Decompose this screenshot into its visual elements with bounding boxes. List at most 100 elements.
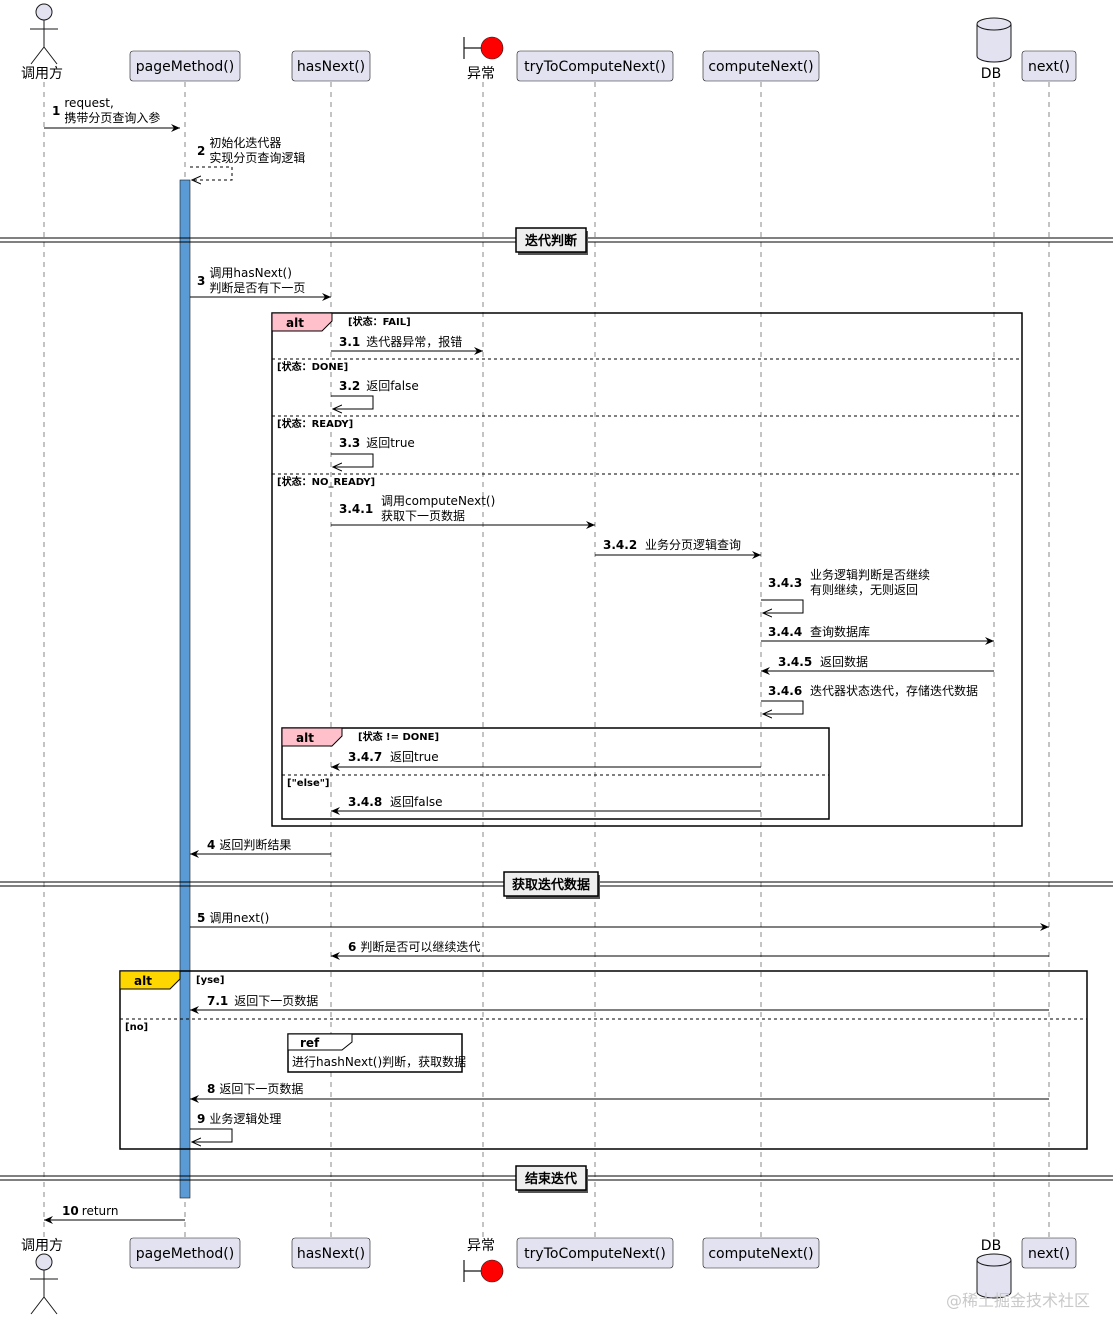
- actor-label: 调用方: [21, 66, 63, 82]
- message-label: 迭代器状态迭代，存储迭代数据: [810, 683, 978, 698]
- participant-hasnext-bottom: hasNext(): [291, 1237, 371, 1269]
- fragment-alt-not-done-box: [281, 727, 830, 820]
- message-number: 4: [207, 838, 215, 852]
- message-label: 业务分页逻辑查询: [645, 537, 741, 552]
- message-self-arrow: [761, 700, 804, 714]
- fragment-ref-tab: [287, 1033, 353, 1051]
- message-label: 携带分页查询入参: [64, 110, 160, 125]
- message-label: 初始化迭代器: [209, 136, 281, 150]
- boundary-circle-icon: [480, 36, 504, 60]
- message-self-arrow: [331, 395, 374, 409]
- boundary-exception-top: 异常: [463, 36, 504, 82]
- message-label: 实现分页查询逻辑: [209, 150, 305, 165]
- message-3-4-1: 3.4.1 调用computeNext()获取下一页数据: [331, 494, 595, 529]
- message-number: 1: [52, 104, 60, 118]
- divider-2: 获取迭代数据: [0, 871, 1113, 899]
- participant-label: hasNext(): [297, 1246, 365, 1262]
- actor-leg-right: [43, 46, 58, 65]
- message-label: 返回下一页数据: [234, 993, 318, 1008]
- message-number: 6: [348, 940, 356, 954]
- message-number: 10: [62, 1204, 79, 1218]
- actor-caller-bottom: 调用方: [21, 1238, 63, 1315]
- participant-box: [1021, 1237, 1077, 1269]
- fragment-ref-text: 进行hashNext()判断，获取数据: [292, 1054, 466, 1069]
- message-number: 3.4.6: [768, 684, 802, 698]
- message-number: 3.4.4: [768, 625, 802, 639]
- message-label: 调用next(): [209, 911, 269, 925]
- participant-label: hasNext(): [297, 59, 365, 75]
- message-label: 业务逻辑判断是否继续: [810, 567, 930, 582]
- message-number: 5: [197, 911, 205, 925]
- fragment-alt-state-tab: [271, 312, 333, 332]
- message-number: 2: [197, 144, 205, 158]
- fragment-alt-yes-no-box: [119, 970, 1088, 1150]
- divider-1: 迭代判断: [0, 227, 1113, 255]
- message-label: 查询数据库: [810, 624, 870, 639]
- participant-cn-top: computeNext(): [702, 50, 820, 82]
- message-number: 3.1: [339, 335, 360, 349]
- fragment-alt-yes-no-tab: [119, 970, 181, 990]
- boundary-label: 异常: [467, 1238, 495, 1254]
- actor-head-icon: [35, 1253, 53, 1271]
- actor-leg-left: [30, 1296, 45, 1315]
- guard-else: ["else"]: [287, 778, 330, 789]
- database-body: [976, 1260, 1012, 1299]
- database-top-icon: [976, 17, 1012, 31]
- message-number: 8: [207, 1082, 215, 1096]
- participant-label: pageMethod(): [136, 59, 234, 75]
- participant-label: computeNext(): [708, 1246, 813, 1262]
- message-number: 3.4.7: [348, 750, 382, 764]
- message-label: 返回false: [390, 795, 443, 809]
- participant-box: [291, 50, 371, 82]
- message-number: 9: [197, 1112, 205, 1126]
- message-self-arrow: [190, 166, 233, 180]
- fragment-alt-not-done-tab-label: alt: [296, 731, 314, 745]
- participant-box: [129, 50, 241, 82]
- message-3-4-6: 3.4.6 迭代器状态迭代，存储迭代数据: [761, 683, 978, 714]
- participant-label: pageMethod(): [136, 1246, 234, 1262]
- database-db-top: DB: [976, 17, 1012, 82]
- message-number: 3.4.8: [348, 795, 382, 809]
- message-number: 3.3: [339, 436, 360, 450]
- fragment-alt-not-done: alt[状态 != DONE]["else"]: [281, 727, 830, 820]
- participant-ttcn-top: tryToComputeNext(): [516, 50, 674, 82]
- divider-box: [515, 1165, 587, 1191]
- divider-label: 迭代判断: [525, 233, 577, 249]
- message-number: 3.2: [339, 379, 360, 393]
- database-label: DB: [981, 66, 1001, 82]
- message-self-arrow: [190, 1128, 233, 1142]
- guard-yse: [yse]: [196, 975, 224, 986]
- message-label: 业务逻辑处理: [209, 1111, 281, 1126]
- message-label: 迭代器异常，报错: [366, 334, 462, 349]
- message-number: 3.4.1: [339, 502, 373, 516]
- participant-box: [516, 50, 674, 82]
- fragment-alt-yes-no-tab-label: alt: [134, 974, 152, 988]
- divider-label: 结束迭代: [525, 1171, 577, 1187]
- fragment-alt-state-tab-label: alt: [286, 316, 304, 330]
- message-label: 有则继续，无则返回: [810, 583, 918, 597]
- message-number: 3.4.5: [778, 655, 812, 669]
- message-label: 返回true: [390, 750, 439, 764]
- message-label: 判断是否有下一页: [209, 280, 305, 295]
- participant-box: [129, 1237, 241, 1269]
- message-label: 调用hasNext(): [209, 266, 292, 280]
- message-label: request,: [64, 96, 113, 110]
- message-label: 获取下一页数据: [381, 508, 465, 523]
- guard-no-ready: [状态：NO_READY]: [277, 475, 375, 488]
- actor-head-icon: [35, 3, 53, 21]
- watermark-text: @稀土掘金技术社区: [946, 1291, 1090, 1310]
- participant-next-bottom: next(): [1021, 1237, 1077, 1269]
- participant-box: [1021, 50, 1077, 82]
- message-label: 调用computeNext(): [381, 494, 495, 508]
- participant-label: next(): [1028, 59, 1070, 75]
- guard-done: [状态：DONE]: [277, 360, 348, 373]
- message-number: 3.4.2: [603, 538, 637, 552]
